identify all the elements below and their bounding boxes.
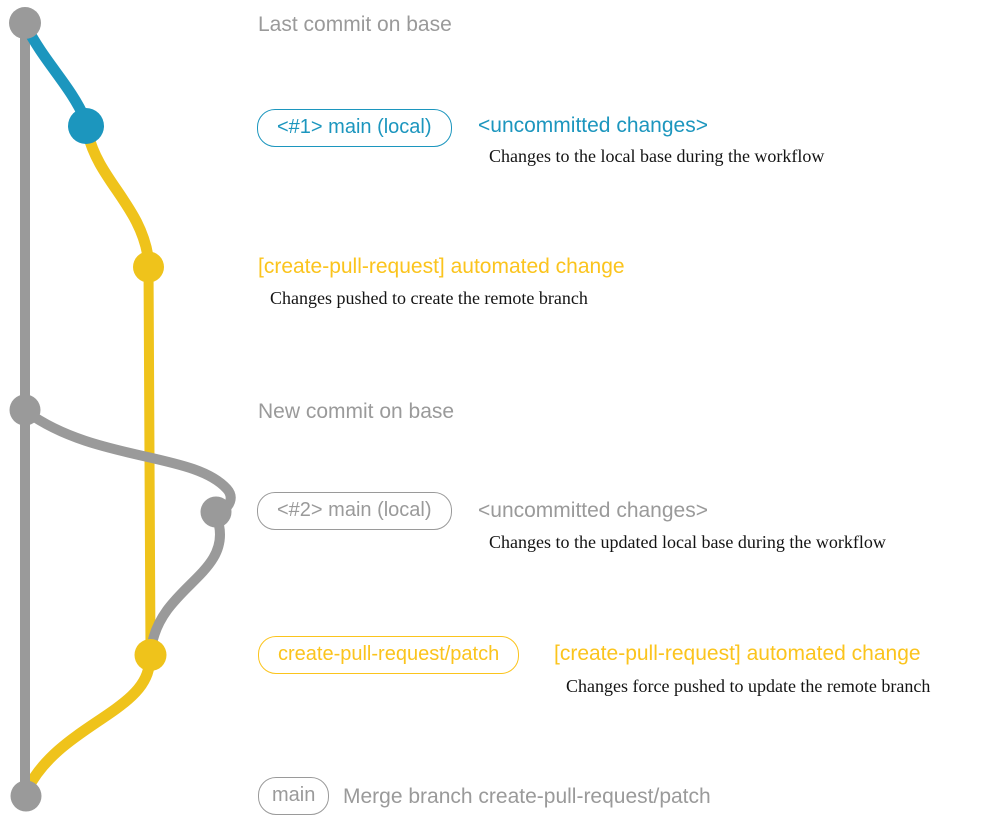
caption-updated-local-base-changes: Changes to the updated local base during… (489, 532, 886, 552)
commit-node-automated-change-1 (133, 251, 164, 283)
annotation-new-commit-on-base: New commit on base (258, 400, 455, 423)
branch-line-yellow-from-main1 (82, 128, 154, 266)
branch-line-gray-to-main2 (22, 407, 236, 518)
branch-line-yellow-merge-to-base (21, 660, 155, 796)
annotation-last-commit-on-base: Last commit on base (258, 13, 452, 36)
commit-message-automated-change-2: [create-pull-request] automated change (554, 642, 921, 665)
branch-label-main-local-2: <#2> main (local) (257, 492, 452, 530)
commit-message-uncommitted-2: <uncommitted changes> (478, 499, 708, 522)
caption-pushed-create-remote: Changes pushed to create the remote bran… (270, 288, 588, 308)
commit-node-main-local-2 (200, 496, 232, 528)
branch-label-main-local-1: <#1> main (local) (257, 109, 452, 147)
commit-node-automated-change-2 (134, 639, 167, 671)
branch-label-main: main (258, 777, 330, 815)
commit-message-uncommitted-1: <uncommitted changes> (478, 114, 708, 137)
commit-node-main-local-1 (68, 108, 104, 144)
branch-line-gray-main2-to-patch (147, 520, 226, 649)
commit-node-last-base (9, 7, 41, 39)
branch-line-blue-local (20, 20, 91, 125)
commit-node-new-base (9, 394, 41, 426)
commit-node-merge (10, 780, 42, 812)
caption-local-base-changes-1: Changes to the local base during the wor… (489, 146, 825, 166)
commit-message-automated-change-1: [create-pull-request] automated change (258, 255, 625, 278)
branch-label-create-pull-request-patch: create-pull-request/patch (258, 636, 520, 674)
commit-message-merge-branch: Merge branch create-pull-request/patch (343, 785, 711, 808)
caption-force-pushed-update-remote: Changes force pushed to update the remot… (566, 676, 931, 696)
